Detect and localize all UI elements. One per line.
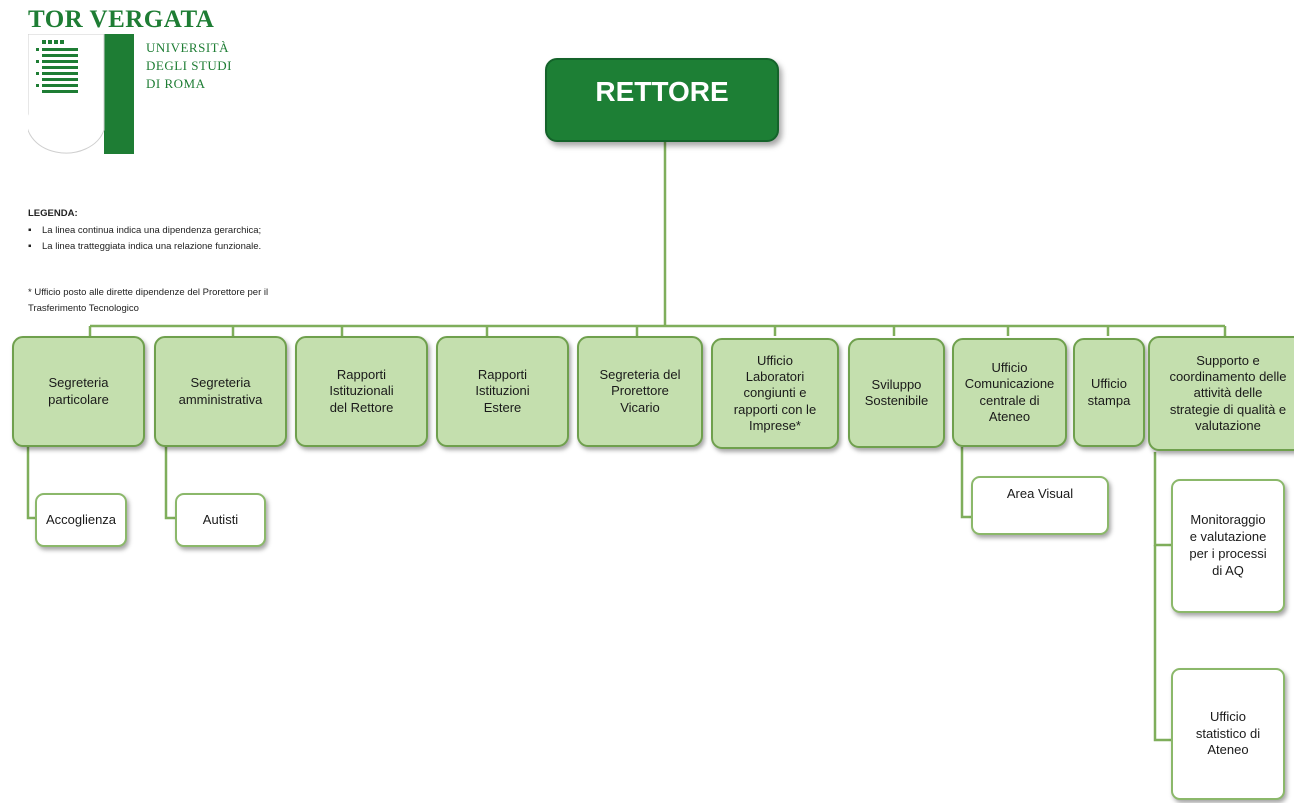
- university-shield-logo: [28, 34, 134, 154]
- connector-autisti: [164, 447, 175, 520]
- subunit-ufficio-statistico: Ufficio statistico di Ateneo: [1171, 668, 1285, 800]
- unit-segreteria-prorettore-vicario: Segreteria del Prorettore Vicario: [577, 336, 703, 447]
- legend-note-line1: * Ufficio posto alle dirette dipendenze …: [28, 287, 269, 298]
- unit-supporto-qualita: Supporto e coordinamento delle attività …: [1148, 336, 1294, 451]
- connector-ufficio-statistico: [1153, 545, 1171, 742]
- subunit-area-visual: Area Visual: [971, 476, 1109, 535]
- subunit-autisti: Autisti: [175, 493, 266, 547]
- unit-sviluppo-sostenibile: Sviluppo Sostenibile: [848, 338, 945, 448]
- rettore-box: RETTORE: [545, 58, 779, 142]
- unit-rapporti-istituzioni-estere: Rapporti Istituzioni Estere: [436, 336, 569, 447]
- subunit-accoglienza: Accoglienza: [35, 493, 127, 547]
- legend-note-line2: Trasferimento Tecnologico: [28, 303, 139, 314]
- university-logo-title: TOR VERGATA: [28, 6, 215, 33]
- university-logo-line1: UNIVERSITÀ: [146, 40, 229, 55]
- unit-segreteria-particolare: Segreteria particolare: [12, 336, 145, 447]
- connector-monitoraggio: [1153, 452, 1171, 547]
- subunit-monitoraggio-valutazione: Monitoraggio e valutazione per i process…: [1171, 479, 1285, 613]
- university-logo-line3: DI ROMA: [146, 76, 206, 91]
- university-logo-line2: DEGLI STUDI: [146, 58, 233, 73]
- legend-title: LEGENDA:: [28, 208, 78, 219]
- legend-item-solid-line: La linea continua indica una dipendenza …: [28, 225, 261, 236]
- legend-item-dashed-line: La linea tratteggiata indica una relazio…: [28, 241, 261, 252]
- unit-ufficio-stampa: Ufficio stampa: [1073, 338, 1145, 447]
- unit-ufficio-comunicazione: Ufficio Comunicazione centrale di Ateneo: [952, 338, 1067, 447]
- unit-ufficio-laboratori: Ufficio Laboratori congiunti e rapporti …: [711, 338, 839, 449]
- connector-accoglienza: [26, 447, 35, 520]
- connector-area-visual: [960, 447, 971, 519]
- unit-segreteria-amministrativa: Segreteria amministrativa: [154, 336, 287, 447]
- unit-rapporti-istituzionali: Rapporti Istituzionali del Rettore: [295, 336, 428, 447]
